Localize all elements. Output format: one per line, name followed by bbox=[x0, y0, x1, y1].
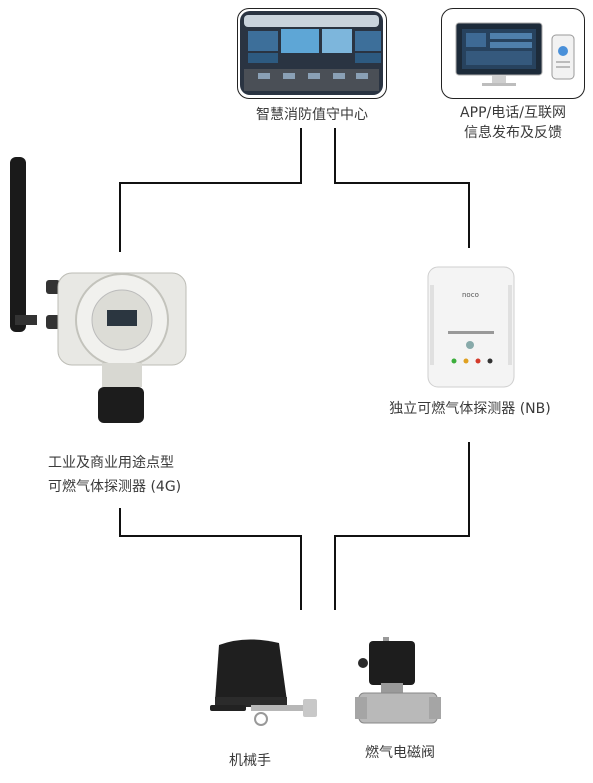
control-room-image bbox=[240, 11, 383, 95]
standalone-detector-image: noco bbox=[427, 266, 515, 388]
solenoid-valve-label: 燃气电磁阀 bbox=[365, 745, 435, 761]
industrial-detector-label-line1: 工业及商业用途点型 bbox=[48, 455, 174, 471]
manipulator-label: 机械手 bbox=[229, 753, 271, 769]
line-standalone-to-valve bbox=[334, 442, 470, 610]
line-industrial-to-manipulator bbox=[119, 508, 302, 610]
app-label-line2: 信息发布及反馈 bbox=[464, 125, 562, 141]
control-center-label: 智慧消防值守中心 bbox=[256, 107, 368, 123]
monitor-phone-image bbox=[455, 22, 575, 86]
industrial-detector-image bbox=[10, 157, 187, 423]
control-center-card bbox=[237, 8, 387, 99]
manipulator-image bbox=[210, 639, 317, 726]
app-label-line1: APP/电话/互联网 bbox=[460, 105, 566, 121]
app-card bbox=[441, 8, 585, 99]
industrial-detector-label-line2: 可燃气体探测器 (4G) bbox=[48, 479, 182, 495]
line-center-to-industrial bbox=[119, 128, 302, 252]
brand-text: noco bbox=[462, 291, 479, 299]
line-app-to-standalone bbox=[334, 128, 470, 248]
standalone-detector-label: 独立可燃气体探测器 (NB) bbox=[389, 401, 551, 417]
solenoid-valve-image bbox=[355, 637, 441, 724]
